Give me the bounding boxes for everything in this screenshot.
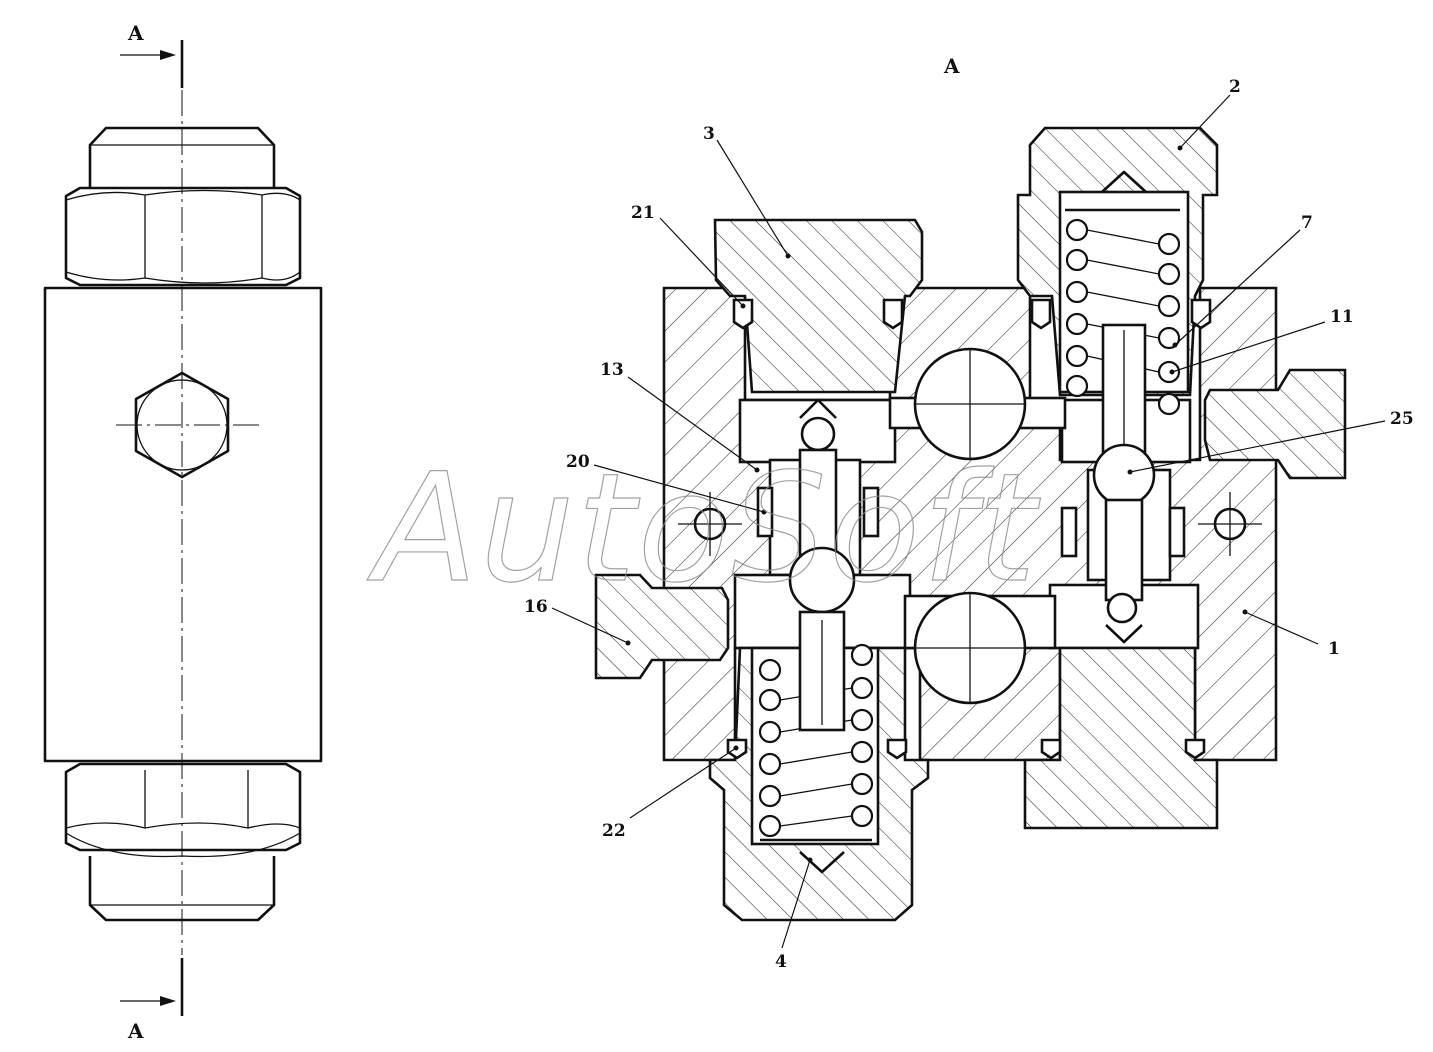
plug-3 [713, 218, 924, 394]
callout-4: 4 [775, 857, 813, 972]
ball-25 [1092, 443, 1156, 507]
callout-16: 16 [524, 597, 631, 646]
view-title: A [943, 54, 960, 78]
svg-text:16: 16 [524, 597, 548, 617]
section-view: A [594, 54, 1347, 922]
seal-left-b [862, 486, 880, 538]
left-spring [758, 643, 874, 838]
main-body-outline [43, 286, 323, 763]
gasket-22b [886, 738, 908, 760]
fitting-right [1203, 368, 1347, 480]
left-needle-tip [799, 398, 837, 419]
callout-2: 2 [1177, 77, 1241, 151]
top-plug [88, 126, 276, 188]
callout-21: 21 [631, 203, 746, 309]
svg-text:2: 2 [1229, 77, 1241, 97]
svg-text:22: 22 [602, 821, 626, 841]
gasket-top-right-a [1030, 298, 1052, 330]
gasket-21 [732, 298, 754, 330]
callouts: 1 2 3 4 7 11 13 16 [524, 77, 1414, 972]
svg-text:25: 25 [1390, 409, 1414, 429]
svg-text:1: 1 [1328, 639, 1340, 659]
external-view: A A [43, 21, 323, 1043]
top-nut [64, 186, 302, 287]
section-mark-bottom: A [127, 1019, 144, 1043]
callout-13: 13 [600, 360, 760, 473]
section-arrow-bottom [120, 996, 176, 1006]
gasket-22c [1040, 738, 1062, 760]
right-spring-seat [1065, 170, 1180, 212]
gasket-21b [882, 298, 904, 330]
plug-bottom-right [1023, 646, 1219, 830]
callout-1: 1 [1242, 609, 1340, 659]
svg-text:11: 11 [1330, 307, 1354, 327]
svg-text:4: 4 [775, 952, 787, 972]
bottom-nut [64, 762, 302, 852]
svg-text:13: 13 [600, 360, 624, 380]
seal-right-b [1168, 506, 1186, 558]
gasket-22d [1184, 738, 1206, 760]
right-spring [1065, 218, 1181, 416]
svg-text:3: 3 [703, 124, 715, 144]
callout-3: 3 [703, 124, 791, 259]
watermark: AutoSoft [367, 442, 1041, 616]
right-stem [1104, 498, 1144, 602]
callout-20: 20 [566, 452, 767, 515]
right-needle-tip [1105, 624, 1143, 644]
left-spring-seat [760, 838, 872, 874]
callout-22: 22 [602, 745, 739, 841]
right-lower-ball [1106, 592, 1138, 624]
fitting-16 [594, 573, 730, 680]
callout-25: 25 [1127, 409, 1414, 475]
gasket-top-right-b [1190, 298, 1212, 330]
svg-text:21: 21 [631, 203, 655, 223]
section-arrow-top [120, 50, 176, 60]
seal-right-a [1060, 506, 1078, 558]
svg-text:20: 20 [566, 452, 590, 472]
callout-11: 11 [1169, 307, 1354, 375]
svg-text:7: 7 [1301, 213, 1313, 233]
callout-7: 7 [1172, 213, 1313, 348]
section-mark-top: A [127, 21, 144, 45]
side-bolt-hex [134, 371, 230, 479]
left-stem [798, 448, 838, 557]
